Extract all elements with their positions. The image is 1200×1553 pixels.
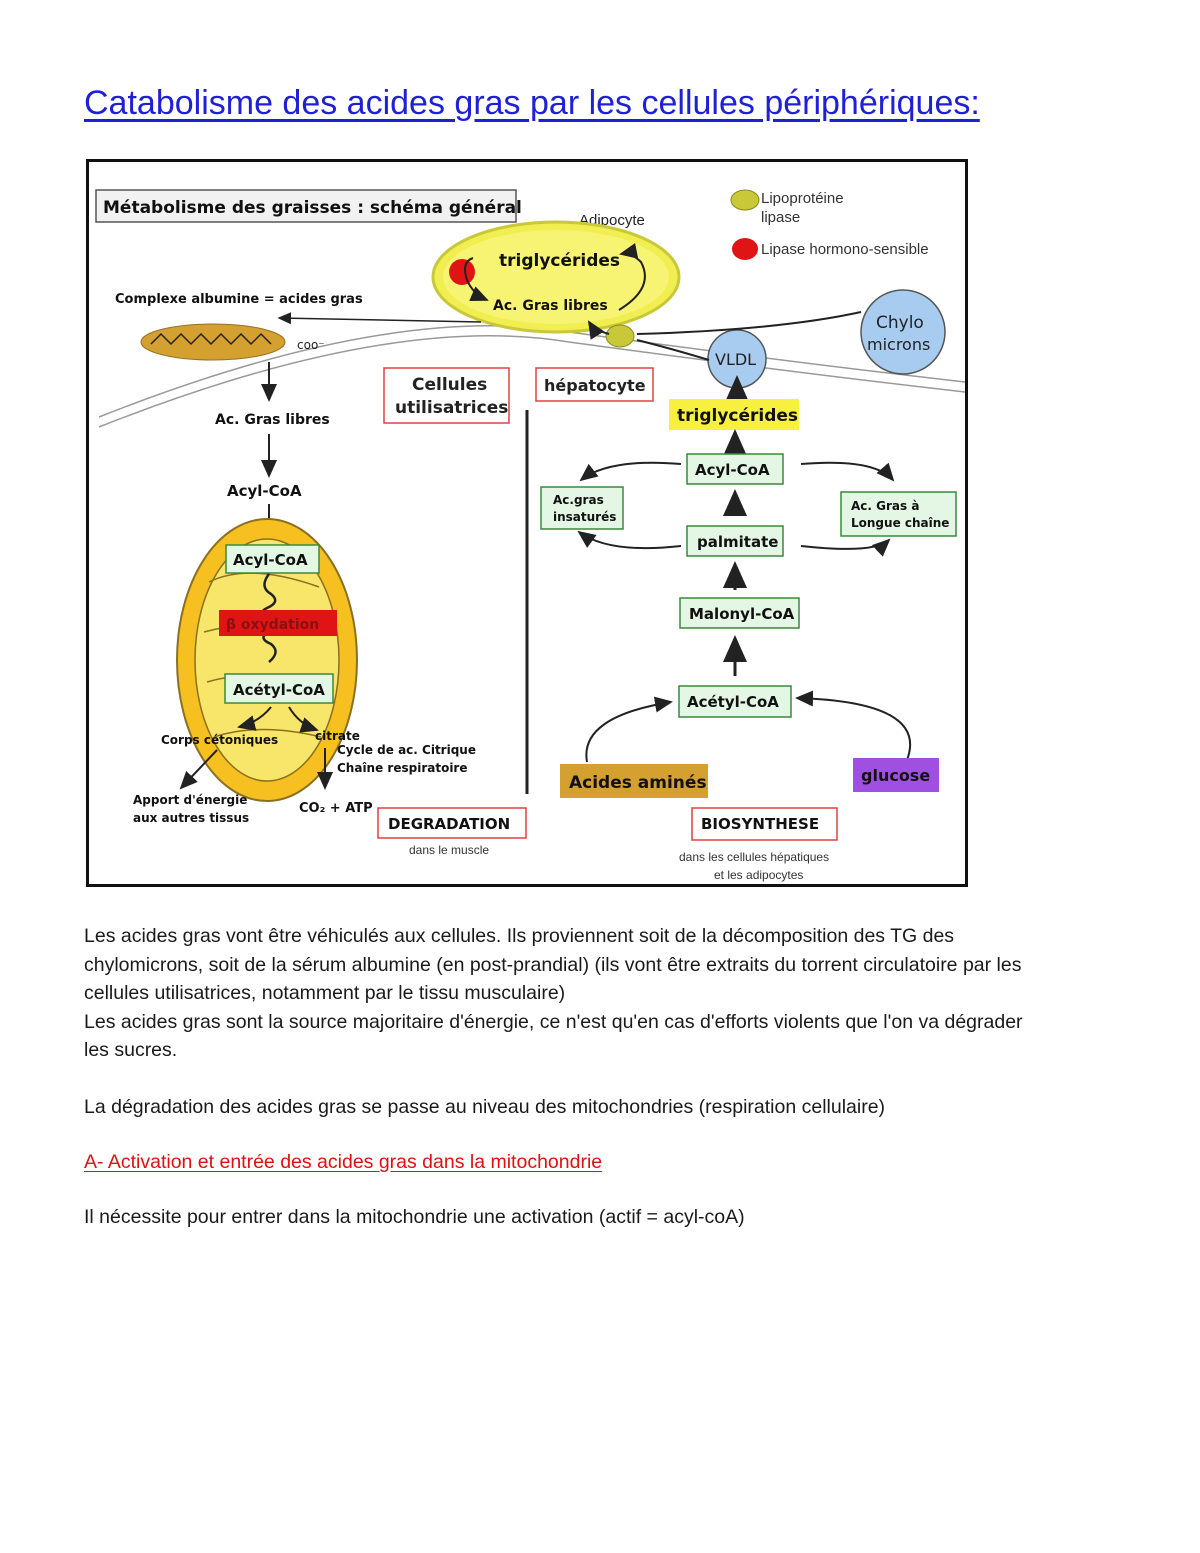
adipocyte-arrow-left	[464, 257, 489, 302]
acetyl-to-ketone-arrow	[237, 706, 272, 731]
chylo-to-lipase-line	[636, 311, 862, 335]
paragraph-origin-line3: cellules utilisatrices, notamment par le…	[84, 982, 566, 1004]
right-triglycerides-box	[669, 399, 799, 430]
malonyl-coa-label: Malonyl-CoA	[689, 605, 795, 623]
hepatocyte-box	[535, 367, 654, 402]
beta-oxidation-box	[219, 610, 337, 636]
acyl-to-unsaturated-arrow	[579, 461, 682, 482]
legend-lipoprotein-lipase-line1: Lipoprotéine	[761, 190, 844, 207]
paragraph-activation: Il nécessite pour entrer dans la mitocho…	[84, 1206, 745, 1228]
co2-atp-label: CO₂ + ATP	[299, 801, 373, 816]
unsaturated-box	[540, 486, 624, 530]
legend-lipoprotein-lipase-line2: lipase	[761, 209, 800, 226]
vldl-to-lipase-line	[636, 339, 710, 361]
biosynthese-sub-line1: dans les cellules hépatiques	[679, 850, 829, 864]
malonyl-coa-box	[679, 597, 800, 629]
amino-acids-label: Acides aminés	[569, 773, 707, 793]
palmitate-box	[686, 525, 784, 557]
right-acetyl-coa-box	[678, 685, 792, 718]
cell-membrane-inner	[98, 335, 965, 428]
ketone-to-energy-arrow	[179, 749, 218, 790]
legend-lipoprotein-lipase-icon	[730, 189, 760, 211]
paragraph-origin-line1: Les acides gras vont être véhiculés aux …	[84, 925, 955, 947]
chylomicrons-line2: microns	[867, 335, 930, 354]
citrate-label: citrate	[315, 729, 360, 743]
adipocyte-arrow-right	[618, 243, 646, 311]
legend-hormone-sensitive-lipase-icon	[732, 238, 758, 260]
acetyl-to-citrate-arrow	[288, 706, 319, 733]
diagram-header-box	[95, 189, 517, 223]
albumin-complex-label: Complexe albumine = acides gras	[115, 292, 363, 307]
lipoprotein-lipase-marker	[605, 324, 635, 348]
cellules-line1: Cellules	[412, 375, 487, 395]
chylomicrons-particle	[860, 289, 946, 375]
palmitate-to-unsaturated-arrow	[577, 530, 682, 550]
glucose-to-acetyl-arrow	[795, 690, 912, 761]
unsaturated-line2: insaturés	[553, 510, 616, 524]
krebs-line1: Cycle de ac. Citrique	[337, 743, 476, 757]
paragraph-energy-line1: Les acides gras sont la source majoritai…	[84, 1010, 1023, 1033]
cellules-line2: utilisatrices	[395, 398, 508, 418]
mito-acyl-coa-box	[225, 544, 320, 574]
amino-acids-box	[560, 764, 708, 798]
right-acetyl-coa: Acétyl-CoA	[687, 693, 779, 711]
paragraph-degradation: La dégradation des acides gras se passe …	[84, 1096, 886, 1118]
glucose-box	[853, 758, 939, 792]
paragraph-energy-line2: les sucres.	[84, 1039, 178, 1061]
left-free-fatty-acids: Ac. Gras libres	[215, 412, 330, 428]
degradation-sub: dans le muscle	[409, 843, 489, 857]
long-chain-line1: Ac. Gras à	[851, 499, 919, 513]
biosynthese-label: BIOSYNTHESE	[701, 815, 819, 833]
glucose-label: glucose	[861, 766, 930, 785]
energy-line2: aux autres tissus	[133, 811, 249, 825]
palmitate-label: palmitate	[697, 533, 778, 551]
paragraph-origin-line2: chylomicrons, soit de la sérum albumine …	[84, 953, 1022, 976]
palmitate-to-long-chain-arrow	[800, 538, 891, 557]
adipocyte-to-albumin-arrow	[277, 312, 482, 325]
biosynthese-sub-line2: et les adipocytes	[714, 868, 803, 882]
biosynthese-box	[691, 807, 838, 841]
vldl-label: VLDL	[715, 350, 756, 369]
chylomicrons-line1: Chylo	[876, 313, 924, 333]
mito-acyl-coa: Acyl-CoA	[233, 551, 308, 569]
paragraph-origin: Les acides gras vont être véhiculés aux …	[84, 922, 1144, 1065]
page-title: Catabolisme des acides gras par les cell…	[84, 84, 980, 122]
amino-to-acetyl-arrow	[585, 696, 673, 763]
long-chain-box	[840, 491, 957, 537]
adipocyte-inner	[443, 230, 669, 324]
lipase-to-adipocyte-arrow	[587, 320, 610, 340]
left-acyl-coa: Acyl-CoA	[227, 482, 302, 500]
coo-label: coo⁻	[297, 338, 325, 352]
fat-metabolism-diagram: Métabolisme des graisses : schéma généra…	[86, 159, 968, 887]
legend-hormone-sensitive-lipase: Lipase hormono-sensible	[761, 241, 929, 258]
section-heading-activation: A- Activation et entrée des acides gras …	[84, 1151, 603, 1173]
right-acyl-coa: Acyl-CoA	[695, 461, 770, 479]
beta-oxidation-label: β oxydation	[226, 617, 319, 633]
adipocyte-free-fatty-acids: Ac. Gras libres	[493, 298, 608, 314]
cellules-utilisatrices-box	[383, 367, 510, 424]
unsaturated-line1: Ac.gras	[553, 493, 604, 507]
right-acyl-coa-box	[686, 453, 784, 485]
hormone-sensitive-lipase-marker	[449, 259, 475, 285]
albumin-fatty-acid-chain	[150, 332, 272, 346]
ketone-bodies-label: Corps cétoniques	[161, 733, 278, 747]
krebs-line2: Chaîne respiratoire	[337, 761, 468, 775]
energy-line1: Apport d'énergie	[133, 793, 247, 807]
diagram-header: Métabolisme des graisses : schéma généra…	[103, 198, 522, 218]
right-triglycerides: triglycérides	[677, 406, 798, 426]
mito-acetyl-coa-box	[224, 673, 334, 704]
degradation-box	[377, 807, 527, 839]
mito-acetyl-coa: Acétyl-CoA	[233, 681, 325, 699]
degradation-label: DEGRADATION	[388, 815, 510, 833]
adipocyte-triglycerides: triglycérides	[499, 251, 620, 271]
acyl-to-long-chain-arrow	[800, 461, 895, 482]
hepatocyte-label: hépatocyte	[544, 376, 646, 395]
long-chain-line2: Longue chaîne	[851, 516, 949, 530]
